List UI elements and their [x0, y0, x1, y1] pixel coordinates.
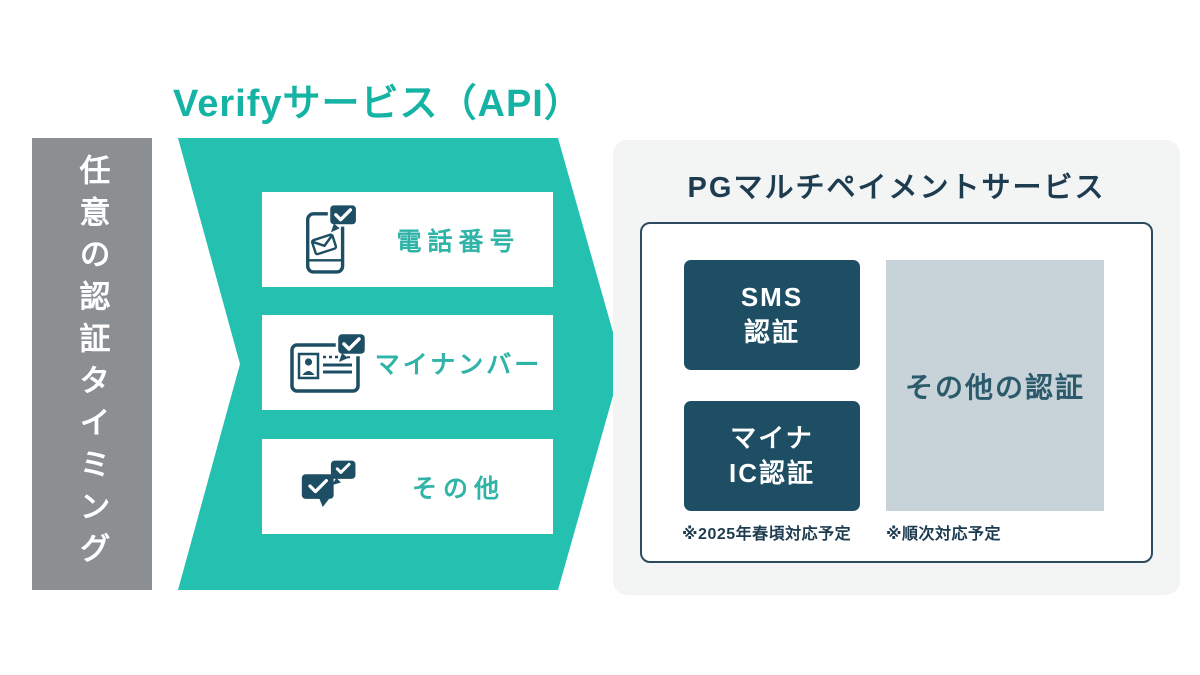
sms-auth-box: SMS 認証 — [684, 260, 860, 370]
pg-panel-title: PGマルチペイメントサービス — [687, 172, 1106, 204]
auth-timing-label: 任意の認証タイミング — [74, 154, 110, 574]
other-auth-note: ※順次対応予定 — [886, 526, 1002, 543]
sms-auth-line1: SMS — [740, 281, 804, 312]
pg-multipayment-panel: PGマルチペイメントサービス SMS 認証 マイナ IC認証 その他の認証 ※2… — [613, 140, 1180, 595]
verify-service-title: Verifyサービス（API） — [173, 83, 583, 125]
myna-ic-auth-line2: IC認証 — [728, 458, 815, 488]
myna-ic-note: ※2025年春頃対応予定 — [682, 526, 852, 543]
verify-item-phone-number: 電話番号 — [262, 192, 553, 287]
verify-item-label: マイナンバー — [374, 350, 543, 379]
verify-item-my-number: マイナンバー — [262, 315, 553, 410]
id-card-check-icon — [286, 331, 374, 395]
phone-message-check-icon — [286, 202, 374, 278]
verify-item-label: その他 — [411, 474, 505, 503]
myna-ic-auth-box: マイナ IC認証 — [684, 401, 860, 511]
sms-auth-line2: 認証 — [743, 317, 800, 347]
myna-ic-auth-line1: マイナ — [730, 422, 814, 453]
auth-timing-band: 任意の認証タイミング — [32, 138, 152, 590]
verify-item-label: 電話番号 — [396, 227, 521, 256]
chat-bubbles-check-icon — [286, 458, 374, 516]
pg-auth-methods-box: SMS 認証 マイナ IC認証 その他の認証 ※2025年春頃対応予定 ※順次対… — [640, 222, 1153, 563]
other-auth-box: その他の認証 — [886, 260, 1104, 511]
verify-item-other: その他 — [262, 439, 553, 534]
other-auth-label: その他の認証 — [904, 371, 1085, 403]
